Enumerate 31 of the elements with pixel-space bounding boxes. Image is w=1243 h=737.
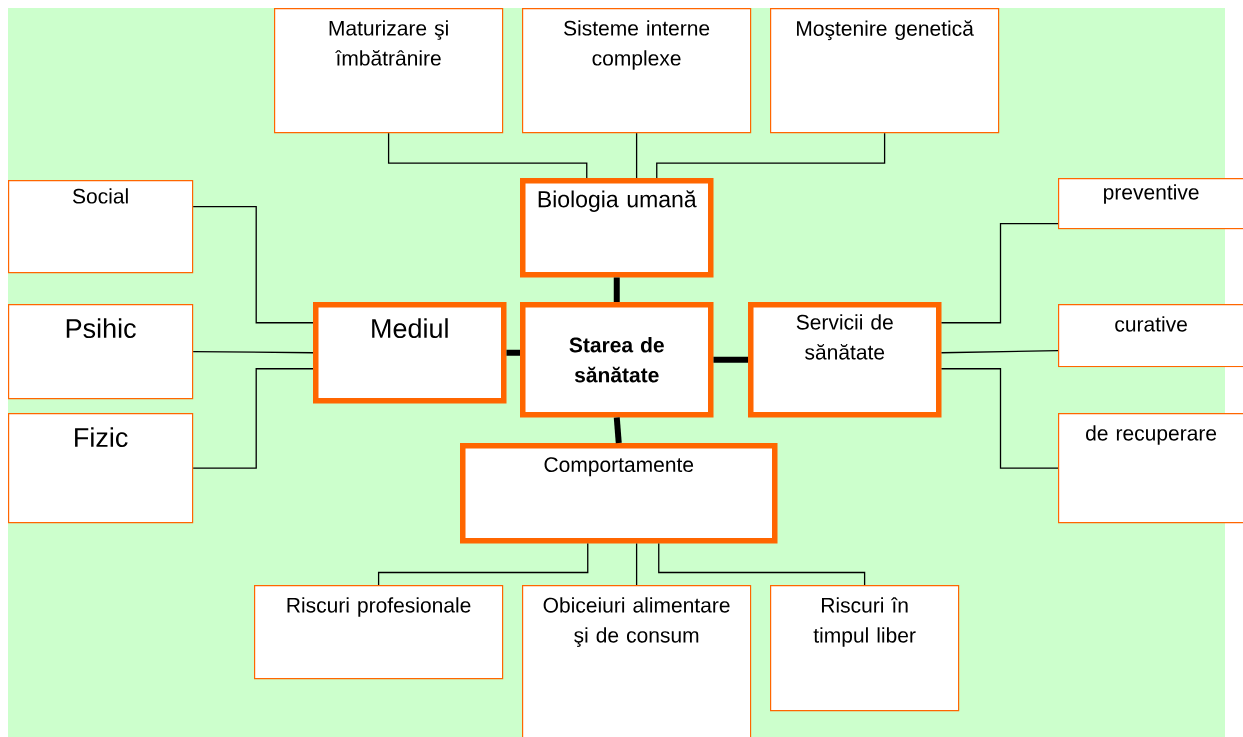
connector-line <box>658 542 866 586</box>
connector-line <box>192 205 314 324</box>
factor-box: Riscuri profesionale <box>254 585 504 680</box>
connector-line <box>635 132 638 179</box>
central-box: Servicii de sănătate <box>748 302 942 418</box>
factor-box: Maturizare şi îmbătrânire <box>274 8 504 134</box>
connector-line <box>656 132 886 179</box>
factor-box: Fizic <box>8 413 194 524</box>
connector-line <box>940 349 1059 354</box>
central-box: Mediul <box>313 302 507 404</box>
factor-box: curative <box>1058 304 1243 368</box>
connector-line <box>192 368 314 469</box>
central-box: Biologia umană <box>520 178 714 278</box>
central-box: Comportamente <box>460 443 778 544</box>
connector-line <box>377 542 589 586</box>
factor-box: Riscuri în timpul liber <box>770 585 960 712</box>
factor-box: de recuperare <box>1058 413 1243 524</box>
factor-box: Social <box>8 180 194 274</box>
connector-line <box>387 132 588 179</box>
factor-box: Obiceiuri alimentare şi de consum <box>522 585 752 737</box>
thick-connector <box>506 349 520 356</box>
factor-box: preventive <box>1058 178 1243 230</box>
connector-line <box>635 542 638 586</box>
central-box: Starea de sănătate <box>520 302 714 418</box>
thick-connector <box>613 417 622 444</box>
connector-line <box>940 368 1059 469</box>
factor-box: Sisteme interne complexe <box>522 8 752 134</box>
factor-box: Psihic <box>8 304 194 400</box>
connector-line <box>192 350 314 354</box>
connector-line <box>940 222 1059 324</box>
factor-box: Moştenire genetică <box>770 8 1000 134</box>
